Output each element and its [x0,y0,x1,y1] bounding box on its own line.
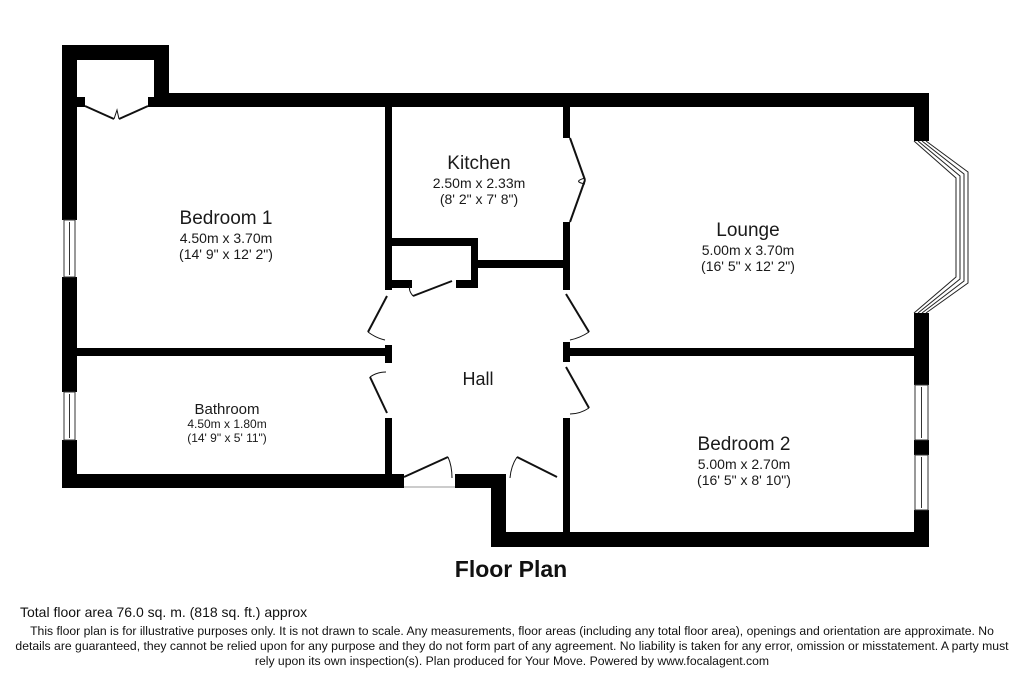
disclaimer-text: This floor plan is for illustrative purp… [15,624,1009,668]
windows [63,219,929,511]
room-dimensions-metric: 5.00m x 2.70m [697,455,791,472]
walls [62,45,929,547]
room-dimensions-metric: 5.00m x 3.70m [701,241,795,258]
room-name: Bedroom 1 [179,208,273,229]
room-dimensions-imperial: (14' 9" x 12' 2") [179,245,273,262]
room-name: Kitchen [447,153,511,174]
room-name: Bathroom [194,401,260,418]
room-kitchen: Kitchen 2.50m x 2.33m (8' 2" x 7' 8") [433,153,526,207]
room-dimensions-metric: 4.50m x 3.70m [179,229,273,246]
room-dimensions-metric: 4.50m x 1.80m [187,417,267,432]
room-dimensions-metric: 2.50m x 2.33m [432,174,526,191]
doors [84,105,590,479]
room-name: Lounge [716,220,780,241]
total-floor-area: Total floor area 76.0 sq. m. (818 sq. ft… [20,604,308,620]
room-hall: Hall [462,369,493,390]
room-dimensions-imperial: (8' 2" x 7' 8") [439,190,519,207]
room-dimensions-imperial: (16' 5" x 8' 10") [697,471,791,488]
room-name: Bedroom 2 [697,434,791,455]
bay-window [913,140,969,314]
room-dimensions-imperial: (14' 9" x 5' 11") [187,431,267,446]
room-bedroom-1: Bedroom 1 4.50m x 3.70m (14' 9" x 12' 2"… [179,208,273,262]
room-bathroom: Bathroom 4.50m x 1.80m (14' 9" x 5' 11") [187,401,267,446]
room-lounge: Lounge 5.00m x 3.70m (16' 5" x 12' 2") [701,220,795,274]
room-bedroom-2: Bedroom 2 5.00m x 2.70m (16' 5" x 8' 10"… [697,434,791,488]
room-dimensions-imperial: (16' 5" x 12' 2") [701,257,795,274]
room-name: Hall [462,369,494,389]
plan-title: Floor Plan [454,556,568,582]
